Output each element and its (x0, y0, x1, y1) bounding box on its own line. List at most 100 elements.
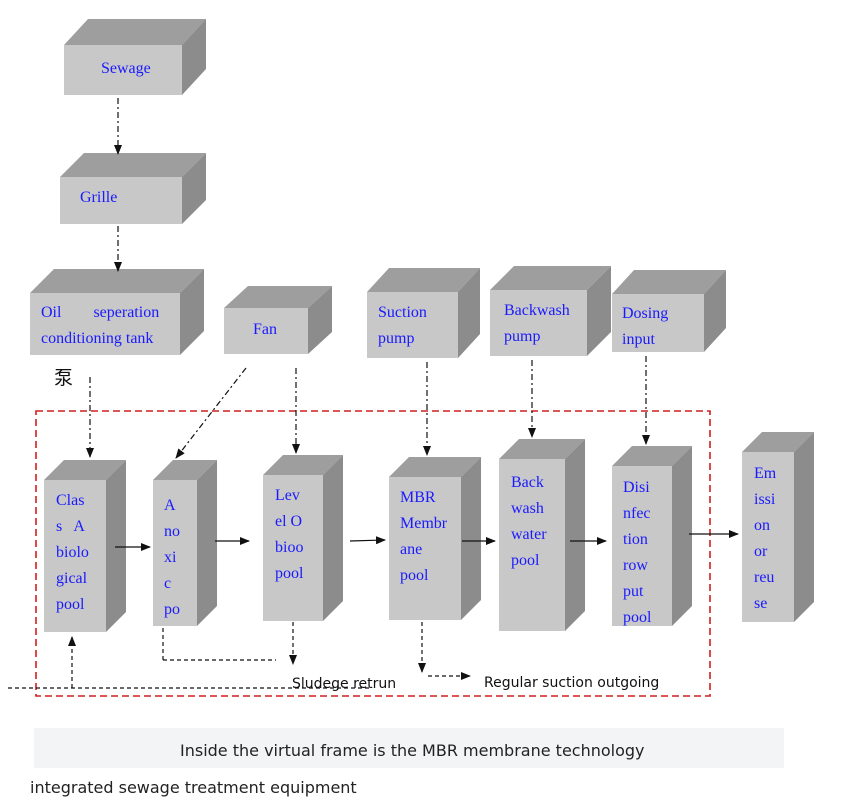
connectors (8, 98, 739, 689)
suction-pump-label-line: pump (378, 330, 414, 347)
oil-separation-tank-label-line: Oil seperation (41, 304, 159, 321)
emission-or-reuse-label-line: Em (754, 465, 777, 482)
class-a-biological-pool-side-face (106, 460, 126, 632)
anoxic-pool-side-face (197, 460, 217, 626)
emission-or-reuse-side-face (794, 432, 814, 622)
anoxic-pool-label-line: A (164, 497, 176, 514)
backwash-water-pool-side-face (565, 439, 585, 631)
mbr-membrane-pool-label-line: pool (400, 567, 429, 584)
suction-pump-label-line: Suction (378, 304, 427, 321)
fan-top-face (224, 286, 332, 308)
disinfection-pool-label-line: put (623, 583, 644, 600)
backwash-water-pool-label-line: pool (511, 552, 540, 569)
mbr-membrane-pool-front-face (389, 477, 461, 620)
anoxic-pool-front-face (153, 480, 197, 626)
emission-or-reuse-label-line: or (754, 543, 768, 560)
fan-side-face (308, 286, 332, 354)
suction-pump-top-face (367, 268, 480, 292)
pump-han-label: 泵 (54, 367, 73, 389)
disinfection-pool-top-face (612, 446, 692, 466)
level-o-bio-pool-label-line: pool (275, 565, 304, 582)
sewage-box: Sewage (64, 19, 206, 95)
grille-top-face (60, 153, 206, 177)
sewage-top-face (64, 19, 206, 45)
level-o-bio-pool-label-line: el O (275, 513, 302, 530)
sludge-return-label: Sludege retrun (292, 676, 396, 692)
backwash-water-pool-front-face (499, 459, 565, 631)
class-a-biological-pool-label-line: Clas (56, 492, 84, 509)
dosing-input-label-line: Dosing (622, 305, 668, 322)
backwash-water-pool-label-line: water (511, 526, 547, 543)
oil-separation-tank-front-face (30, 293, 180, 355)
dosing-input-top-face (612, 270, 726, 294)
backwash-pump-top-face (490, 266, 611, 290)
disinfection-pool-label-line: Disi (623, 479, 650, 496)
caption-band (34, 728, 784, 768)
backwash-water-pool-box: Back wash water pool (499, 439, 585, 631)
oil-separation-tank-label-line: conditioning tank (41, 330, 153, 347)
mbr-membrane-pool-side-face (461, 457, 481, 620)
anoxic-pool-top-face (153, 460, 217, 480)
backwash-water-pool-label-line: wash (511, 500, 544, 517)
oil-separation-tank-box: Oil seperation conditioning tank (30, 269, 204, 355)
class-a-biological-pool-label-line: gical (56, 570, 88, 587)
anoxic-pool-label-line: c (164, 575, 171, 592)
grille-box: Grille (60, 153, 206, 224)
emission-or-reuse-front-face (742, 452, 794, 622)
disinfection-pool-front-face (612, 466, 672, 626)
anoxic-pool-label-line: no (164, 523, 180, 540)
suction-pump-side-face (458, 268, 480, 358)
emission-or-reuse-label-line: se (754, 595, 767, 612)
fan-label-line: Fan (253, 321, 277, 338)
suction-pump-front-face (367, 292, 458, 358)
disinfection-pool-label-line: pool (623, 609, 652, 626)
caption-line-2: integrated sewage treatment equipment (30, 778, 357, 797)
oil-separation-tank-top-face (30, 269, 204, 293)
backwash-pump-side-face (587, 266, 611, 356)
fan-front-face (224, 308, 308, 354)
backwash-pump-label-line: pump (504, 328, 540, 345)
level-o-bio-pool-front-face (263, 475, 323, 621)
sewage-front-face (64, 45, 182, 95)
backwash-water-pool-label-line: Back (511, 474, 544, 491)
mbr-membrane-pool-label-line: ane (400, 541, 422, 558)
oil-separation-tank-side-face (180, 269, 204, 355)
grille-front-face (60, 177, 182, 224)
sewage-label-line: Sewage (101, 60, 151, 77)
level-o-bio-pool-side-face (323, 455, 343, 621)
emission-or-reuse-label-line: reu (754, 569, 774, 586)
regular-suction-label: Regular suction outgoing (484, 675, 659, 691)
mbr-membrane-pool-label-line: Membr (400, 515, 448, 532)
disinfection-pool-label-line: nfec (623, 505, 651, 522)
grille-side-face (182, 153, 206, 224)
class-a-biological-pool-top-face (44, 460, 126, 480)
class-a-biological-pool-front-face (44, 480, 106, 632)
level-o-bio-pool-label-line: bioo (275, 539, 303, 556)
disinfection-pool-side-face (672, 446, 692, 626)
class-a-biological-pool-label-line: biolo (56, 544, 89, 561)
emission-or-reuse-label-line: on (754, 517, 770, 534)
fan-box: Fan (224, 286, 332, 354)
sewage-side-face (182, 19, 206, 95)
arrow-fan-to-anoxic-pool (175, 367, 247, 459)
grille-label-line: Grille (80, 189, 117, 206)
anoxic-pool-label-line: xi (164, 549, 177, 566)
level-o-bio-pool-box: Lev el O bioo pool (263, 455, 343, 621)
level-o-bio-pool-label-line: Lev (275, 487, 300, 504)
mbr-membrane-pool-top-face (389, 457, 481, 477)
backwash-pump-front-face (490, 290, 587, 356)
virtual-frame (35, 410, 711, 697)
caption-line-1: Inside the virtual frame is the MBR memb… (180, 741, 645, 760)
process-boxes: Sewage Grille Oil seperation conditioning… (30, 19, 814, 632)
disinfection-pool-label-line: tion (623, 531, 648, 548)
backwash-pump-label-line: Backwash (504, 302, 570, 319)
backwash-pump-box: Backwash pump (490, 266, 611, 356)
level-o-bio-pool-top-face (263, 455, 343, 475)
suction-pump-box: Suction pump (367, 268, 480, 358)
